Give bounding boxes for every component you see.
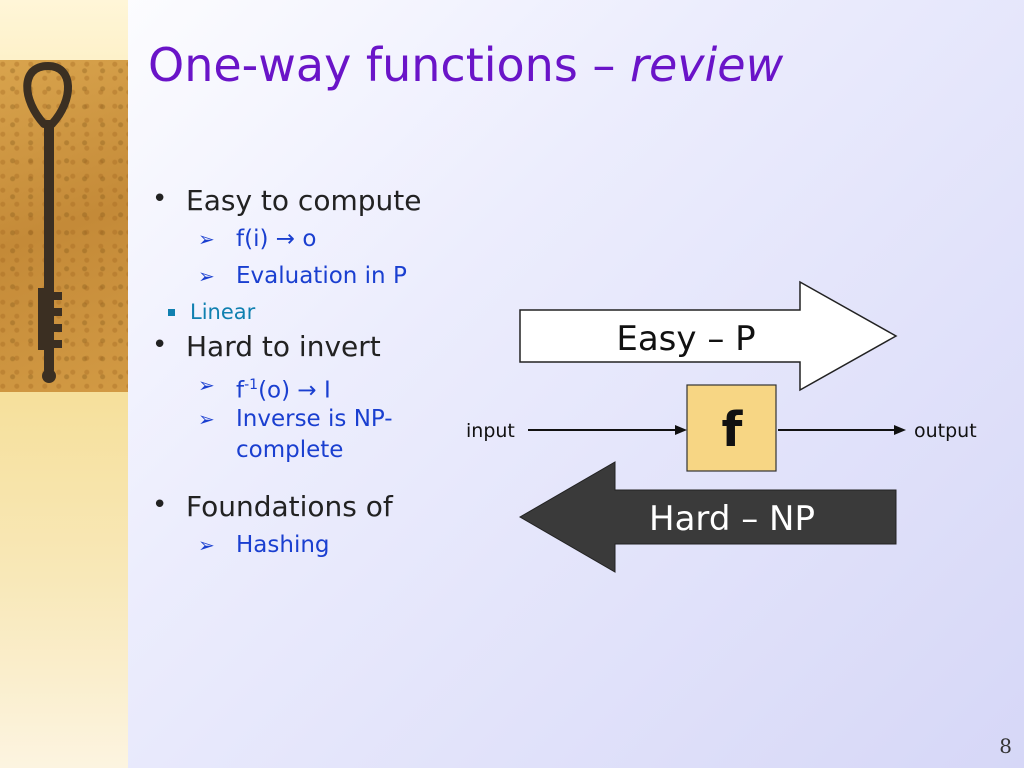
easy-arrow: Easy – P xyxy=(519,280,898,392)
slide-title: One-way functions – review xyxy=(148,38,783,92)
sub-bullet-hashing-text: Hashing xyxy=(236,532,330,558)
sub-bullet-f-of-i: ➢ f(i) → o xyxy=(152,220,452,258)
bullet-foundations-label: Foundations of xyxy=(186,490,393,523)
io-line: input output xyxy=(466,420,977,442)
bullet-dot-icon: • xyxy=(152,330,168,360)
bullet-foundations: • Foundations of xyxy=(152,490,452,526)
right-arrow-icon: → xyxy=(297,377,317,404)
sub-bullet-inverse-np-line2: complete xyxy=(236,437,344,463)
sub-bullet-f-inverse-sup: -1 xyxy=(244,377,259,393)
key-icon xyxy=(23,62,72,383)
arrowhead-icon: ➢ xyxy=(198,407,215,431)
function-label: f xyxy=(722,402,744,458)
sub-bullet-f-of-i-pre: f(i) xyxy=(236,226,276,252)
output-arrowhead-icon xyxy=(894,425,906,435)
sub-bullet-inverse-np: ➢ Inverse is NP- complete xyxy=(152,404,452,468)
bullet-hard: • Hard to invert xyxy=(152,330,452,366)
one-way-function-diagram: Easy – P input output f Hard – NP xyxy=(466,280,977,573)
hard-arrow-label: Hard – NP xyxy=(649,499,815,539)
output-label: output xyxy=(914,420,977,442)
bullet-dot-icon: • xyxy=(152,490,168,520)
title-main-text: One-way functions – xyxy=(148,38,631,92)
bullet-dot-icon: • xyxy=(152,184,168,214)
key-image xyxy=(0,60,128,392)
bullet-easy-label: Easy to compute xyxy=(186,184,422,217)
square-icon xyxy=(168,309,175,316)
sub-sub-bullet-linear-text: Linear xyxy=(190,300,256,324)
hard-arrow-shape xyxy=(519,461,897,573)
sub-bullet-evaluation: ➢ Evaluation in P xyxy=(152,258,452,294)
bullet-easy: • Easy to compute xyxy=(152,184,452,220)
function-box: f xyxy=(686,384,777,472)
hard-arrow: Hard – NP xyxy=(519,461,897,573)
easy-arrow-label: Easy – P xyxy=(616,319,755,359)
sub-bullet-hashing: ➢ Hashing xyxy=(152,526,452,564)
sub-bullet-f-inverse-post: I xyxy=(316,377,331,404)
page-number: 8 xyxy=(999,734,1012,758)
sub-bullet-f-inverse-pre: f xyxy=(236,377,245,404)
sub-sub-bullet-linear: Linear xyxy=(68,294,452,330)
input-arrowhead-icon xyxy=(675,425,687,435)
arrowhead-icon: ➢ xyxy=(198,227,215,251)
arrowhead-icon: ➢ xyxy=(198,264,215,288)
sub-bullet-f-inverse: ➢ f-1(o) → I xyxy=(152,366,452,404)
sub-bullet-inverse-np-line1: Inverse is NP- xyxy=(236,406,393,432)
bullet-list: • Easy to compute ➢ f(i) → o ➢ Evaluatio… xyxy=(152,184,452,564)
input-label: input xyxy=(466,420,515,442)
function-box-shape xyxy=(686,384,777,472)
sub-bullet-evaluation-text: Evaluation in P xyxy=(236,263,407,289)
title-italic-text: review xyxy=(630,38,784,92)
arrowhead-icon: ➢ xyxy=(198,373,215,397)
easy-arrow-shape xyxy=(519,280,898,392)
bullet-hard-label: Hard to invert xyxy=(186,330,381,363)
sub-bullet-f-of-i-post: o xyxy=(295,226,317,252)
arrowhead-icon: ➢ xyxy=(198,533,215,557)
sub-bullet-f-inverse-mid: (o) xyxy=(258,377,298,404)
right-arrow-icon: → xyxy=(275,226,296,252)
